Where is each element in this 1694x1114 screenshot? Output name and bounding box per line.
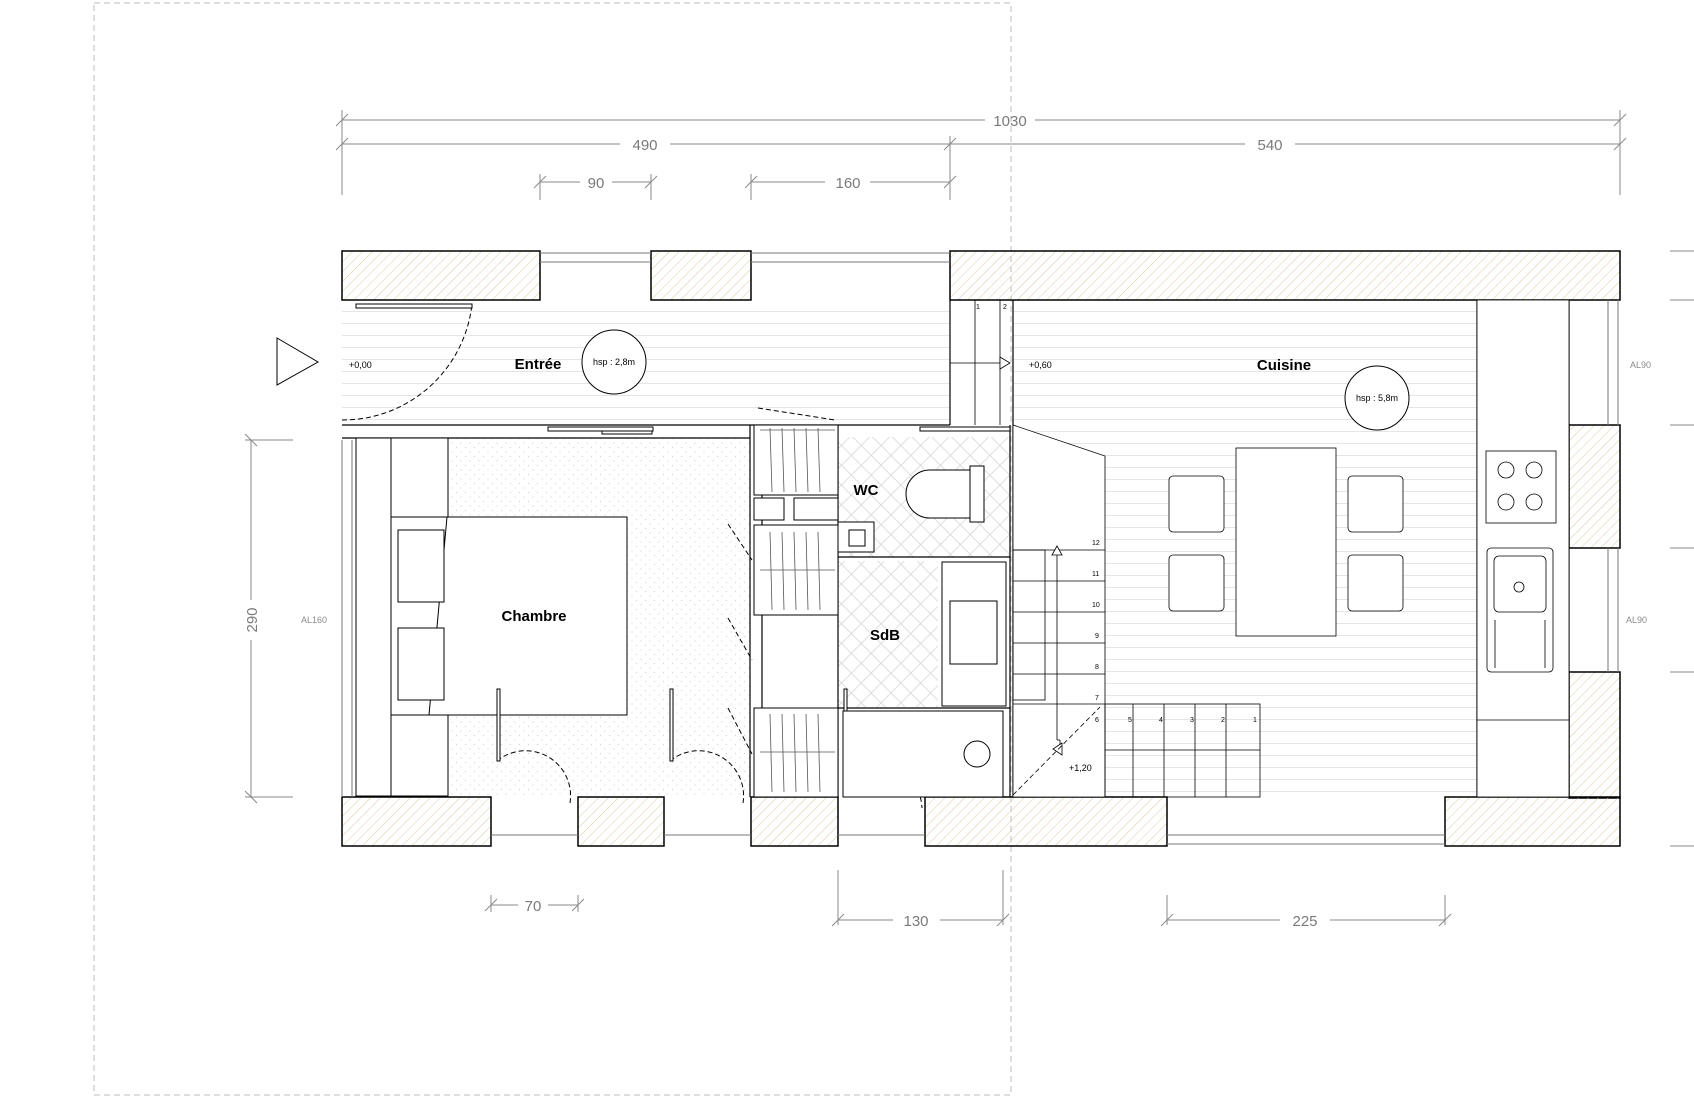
level-mezzanine: +1,20 xyxy=(1069,763,1092,773)
door-swings xyxy=(341,303,923,809)
stair-step: 1 xyxy=(976,304,980,311)
stair-step: 10 xyxy=(1092,602,1100,609)
stair-step: 3 xyxy=(1190,717,1194,724)
dim-bottom-door: 70 xyxy=(525,898,542,915)
stair-step: 6 xyxy=(1095,717,1099,724)
sheet-frame xyxy=(93,2,1012,1096)
window-tag-cuisine-bottom: AL90 xyxy=(1626,615,1647,625)
level-entree: +0,00 xyxy=(349,360,372,370)
dim-height: 290 xyxy=(244,607,261,632)
dim-left: 490 xyxy=(632,137,657,154)
stair-step: 8 xyxy=(1095,664,1099,671)
stair-step: 2 xyxy=(1003,304,1007,311)
stair-step: 9 xyxy=(1095,633,1099,640)
stair xyxy=(974,300,1261,798)
dim-window-1: 90 xyxy=(588,175,605,192)
exterior-walls xyxy=(341,250,1621,847)
dim-right: 540 xyxy=(1257,137,1282,154)
stair-step: 12 xyxy=(1092,540,1100,547)
dim-bottom-window: 225 xyxy=(1292,913,1317,930)
stair-step: 2 xyxy=(1221,717,1225,724)
stair-step: 5 xyxy=(1128,717,1132,724)
dimension-lines xyxy=(244,110,1694,927)
wardrobe-hangers xyxy=(760,427,835,793)
room-label-chambre: Chambre xyxy=(501,608,566,625)
stair-step: 11 xyxy=(1092,571,1099,578)
hsp-entree: hsp : 2,8m xyxy=(593,357,635,367)
stair-step: 1 xyxy=(1253,717,1257,724)
room-label-entree: Entrée xyxy=(515,356,562,373)
dim-window-2: 160 xyxy=(835,175,860,192)
wc-fixtures xyxy=(837,465,985,553)
stair-step: 7 xyxy=(1095,695,1099,702)
dim-total: 1030 xyxy=(993,113,1026,130)
room-label-cuisine: Cuisine xyxy=(1257,357,1311,374)
stair-step: 4 xyxy=(1159,717,1163,724)
hsp-cuisine: hsp : 5,8m xyxy=(1356,393,1398,403)
window-tag-chambre: AL160 xyxy=(301,615,327,625)
kitchen-counter xyxy=(1476,299,1570,798)
level-cuisine: +0,60 xyxy=(1029,360,1052,370)
bed xyxy=(355,437,628,797)
window-tag-cuisine-top: AL90 xyxy=(1630,360,1651,370)
hsp-circle-cuisine xyxy=(1344,365,1410,431)
room-label-wc: WC xyxy=(854,482,879,499)
sdb-fixtures xyxy=(842,561,1007,798)
wardrobes xyxy=(753,424,839,798)
level-arrow xyxy=(950,356,1011,370)
window-sills xyxy=(341,252,1619,845)
room-label-sdb: SdB xyxy=(870,627,900,644)
sdb-floor xyxy=(838,561,938,707)
door-leaves xyxy=(355,303,1011,762)
dim-bottom-sdb: 130 xyxy=(903,913,928,930)
entry-triangle-icon xyxy=(276,337,320,386)
hsp-circle-entree xyxy=(581,329,647,395)
dining-table xyxy=(1168,447,1404,637)
